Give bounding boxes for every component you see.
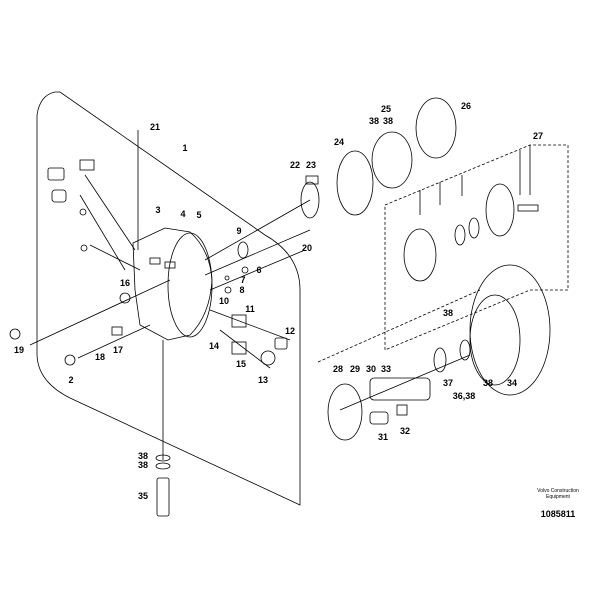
plug xyxy=(51,189,67,203)
callout-19: 19 xyxy=(14,345,24,355)
callout-38: 38 xyxy=(383,116,393,126)
bolt xyxy=(517,204,539,212)
callout-17: 17 xyxy=(113,345,123,355)
o-ring-38 xyxy=(155,454,171,462)
callout-10: 10 xyxy=(219,296,229,306)
callout-11: 11 xyxy=(245,304,255,314)
assembly-boundary xyxy=(36,91,301,506)
callout-32: 32 xyxy=(400,426,410,436)
part-32 xyxy=(396,404,408,416)
shaft-35 xyxy=(156,477,170,517)
spring-11 xyxy=(231,314,247,328)
drive-shaft-33 xyxy=(369,377,431,401)
valve-flange xyxy=(167,232,213,338)
callout-38: 38 xyxy=(369,116,379,126)
plug xyxy=(80,244,88,252)
spring-15 xyxy=(231,341,247,355)
callout-20: 20 xyxy=(302,243,312,253)
callout-35: 35 xyxy=(138,491,148,501)
cam-plate-26 xyxy=(415,97,457,159)
callout-37: 37 xyxy=(443,378,453,388)
callout-6: 6 xyxy=(256,265,261,275)
callout-25: 25 xyxy=(381,104,391,114)
callout-16: 16 xyxy=(120,278,130,288)
callout-15: 15 xyxy=(236,359,246,369)
spring xyxy=(79,159,95,171)
housing-bore xyxy=(469,294,521,386)
callout-24: 24 xyxy=(334,137,344,147)
dashed-group-box xyxy=(384,144,569,351)
callout-22: 22 xyxy=(290,160,300,170)
callout-21: 21 xyxy=(150,122,160,132)
publisher-line2: Equipment xyxy=(546,494,570,500)
plug-2 xyxy=(64,354,76,366)
callout-9: 9 xyxy=(236,226,241,236)
valve-plate-22 xyxy=(300,181,320,219)
bearing-9 xyxy=(237,241,249,259)
drawing-number: 1085811 xyxy=(540,509,576,519)
callout-8: 8 xyxy=(239,285,244,295)
callout-23: 23 xyxy=(306,160,316,170)
callout-14: 14 xyxy=(209,341,219,351)
retainer-plate xyxy=(485,183,515,237)
callout-38: 38 xyxy=(443,308,453,318)
callout-34: 34 xyxy=(507,378,517,388)
block-port xyxy=(149,257,161,265)
callout-26: 26 xyxy=(461,101,471,111)
callout-28: 28 xyxy=(333,364,343,374)
callout-12: 12 xyxy=(285,326,295,336)
callout-36-38: 36,38 xyxy=(453,391,476,401)
plug-19 xyxy=(9,328,21,340)
cylinder-block xyxy=(403,228,437,282)
spring-23 xyxy=(305,175,319,185)
callout-33: 33 xyxy=(381,364,391,374)
publisher-line1: Volvo Construction xyxy=(537,488,579,494)
seal-36 xyxy=(459,339,471,361)
ball-7 xyxy=(224,275,230,281)
plug-13 xyxy=(260,350,276,366)
o-ring xyxy=(79,208,87,216)
plug xyxy=(47,167,65,181)
callout-3: 3 xyxy=(155,205,160,215)
plug-16 xyxy=(119,292,131,304)
callout-38: 38 xyxy=(138,460,148,470)
valve-block xyxy=(132,227,213,341)
callout-31: 31 xyxy=(378,432,388,442)
callout-18: 18 xyxy=(95,352,105,362)
callout-27: 27 xyxy=(533,131,543,141)
brake-piston-24 xyxy=(336,150,374,216)
callout-1: 1 xyxy=(182,143,187,153)
block-port xyxy=(164,261,176,269)
callout-4: 4 xyxy=(180,209,185,219)
callout-29: 29 xyxy=(350,364,360,374)
drive-disc-28 xyxy=(327,383,363,441)
plug-8 xyxy=(224,286,232,294)
bearing-37 xyxy=(433,347,447,373)
plug-12 xyxy=(274,337,288,350)
ring xyxy=(454,224,466,246)
callout-13: 13 xyxy=(258,375,268,385)
dashed-group-box-lower xyxy=(317,289,481,363)
spring-17 xyxy=(111,326,123,336)
bracket-27 xyxy=(419,145,531,215)
gear-housing-34 xyxy=(469,264,551,396)
callout-2: 2 xyxy=(68,375,73,385)
ring xyxy=(468,217,480,239)
part-31 xyxy=(369,411,389,425)
plug-6 xyxy=(241,266,249,274)
callout-38: 38 xyxy=(138,451,148,461)
seal-ring-38 xyxy=(371,131,413,189)
o-ring-38 xyxy=(155,462,171,470)
callout-5: 5 xyxy=(196,210,201,220)
leader-lines xyxy=(29,130,471,460)
callout-7: 7 xyxy=(240,275,245,285)
callout-38: 38 xyxy=(483,378,493,388)
callout-30: 30 xyxy=(366,364,376,374)
